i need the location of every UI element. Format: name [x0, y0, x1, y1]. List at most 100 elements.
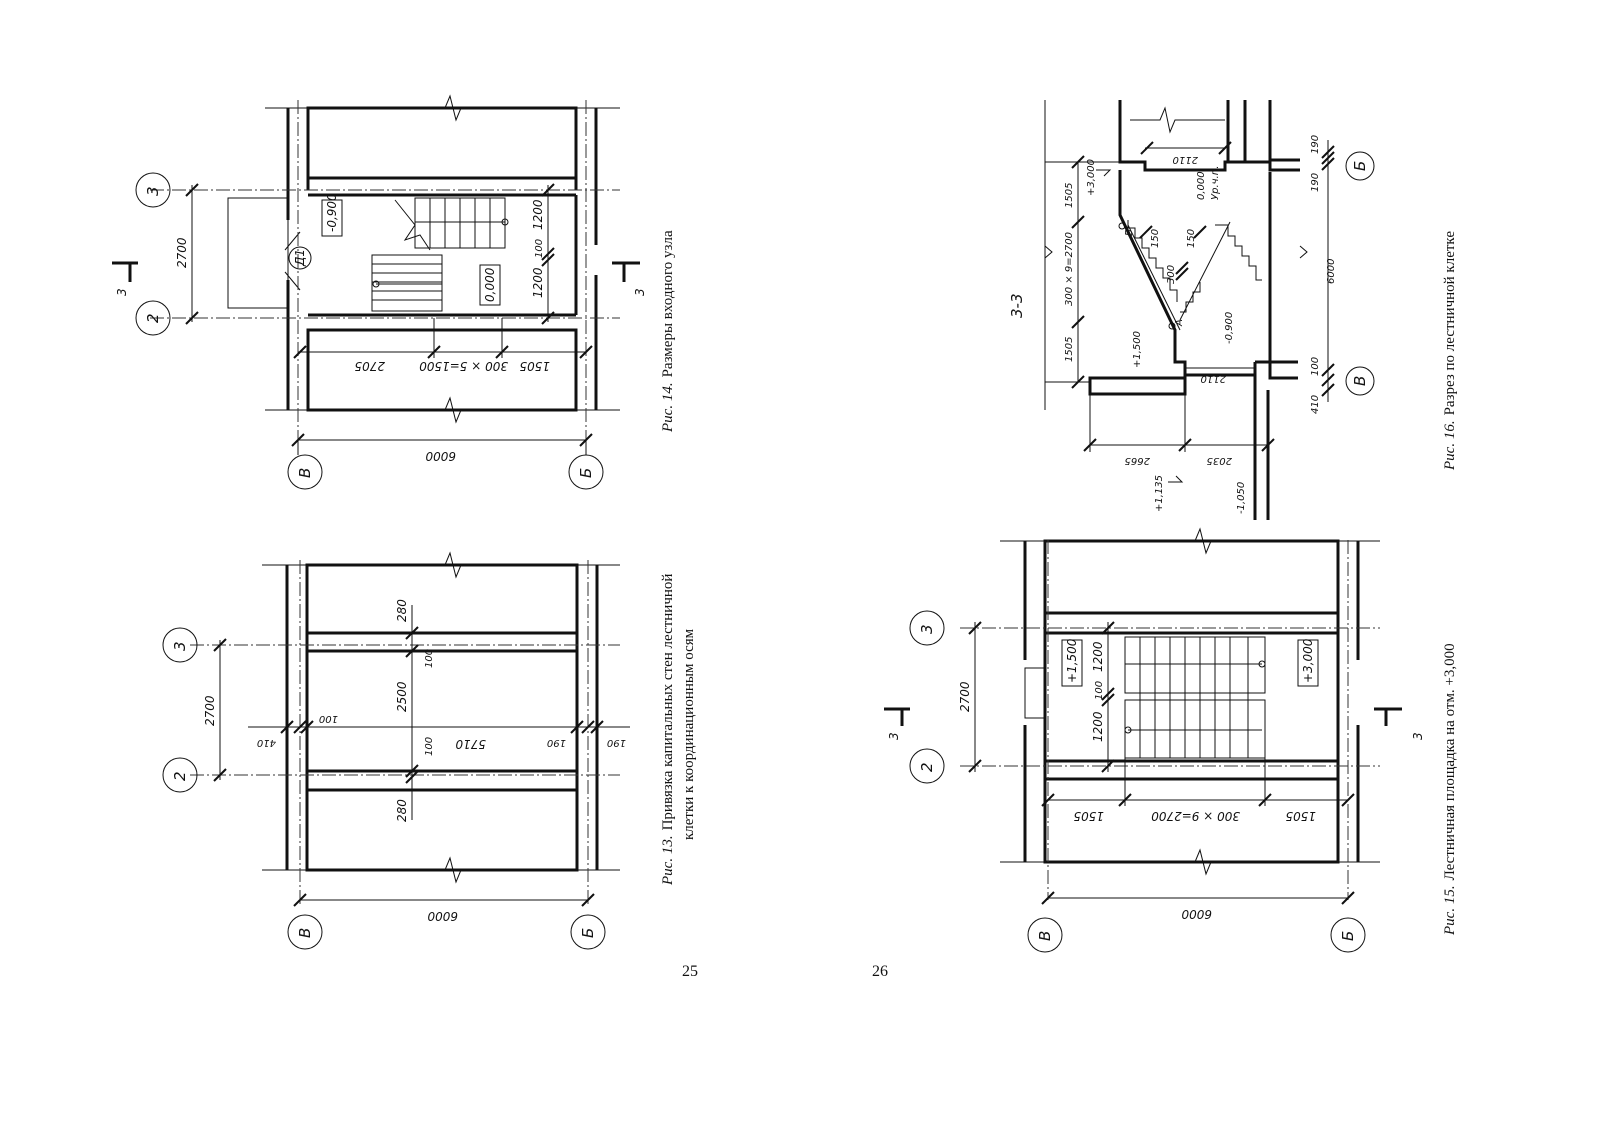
fig16-dim-150a: 150 — [1150, 229, 1161, 248]
fig16-caption: Рис. 16.Разрез по лестничной клетке — [1442, 231, 1458, 471]
svg-text:В: В — [296, 468, 314, 478]
fig14-dim-1505: 1505 — [519, 359, 550, 373]
fig14-axis-3 — [135, 172, 171, 208]
fig14-section-right: 3 — [633, 288, 647, 296]
fig16-level-1135: +1,135 — [1154, 475, 1165, 512]
fig14-door-mark: Д1 — [293, 249, 307, 267]
fig14-dim-1200a: 1200 — [531, 199, 545, 230]
svg-text:Б: Б — [577, 468, 595, 478]
fig14-caption: Рис. 14.Размеры входного узла — [660, 230, 676, 433]
fig14-dim-2700: 2700 — [175, 237, 189, 268]
fig15-caption: Рис. 15.Лестничная площадка на отм. +3,0… — [1442, 643, 1458, 936]
svg-text:2: 2 — [171, 771, 189, 781]
fig16-axis-b — [1345, 151, 1375, 181]
fig15-axis-v — [1027, 917, 1063, 953]
fig15-axis-2 — [909, 748, 945, 784]
fig16-level-m1050: -1,050 — [1236, 482, 1247, 514]
svg-text:3: 3 — [144, 186, 162, 196]
fig16-point-b: В — [1124, 229, 1135, 236]
fig16-dim-1505a: 1505 — [1064, 183, 1075, 208]
fig16-dim-6000: 6000 — [1326, 259, 1337, 284]
fig15-dim-1505b: 1505 — [1285, 809, 1316, 823]
fig14-axis-2 — [135, 300, 171, 336]
fig15-dim-1505a: 1505 — [1073, 809, 1104, 823]
fig15-axis-b — [1330, 917, 1366, 953]
fig16-floor-level: Ур.ч.п. — [1210, 166, 1221, 200]
fig15-section-right: 3 — [1411, 732, 1425, 740]
fig13-dim-100a: 100 — [424, 649, 435, 668]
svg-text:В: В — [1351, 376, 1369, 386]
fig15-dim-1200b: 1200 — [1091, 711, 1105, 742]
fig16-dim-150b: 150 — [1186, 229, 1197, 248]
fig14-level-zero: 0,000 — [483, 267, 497, 302]
svg-text:2: 2 — [144, 313, 162, 323]
fig16-level-m900: -0,900 — [1224, 312, 1235, 344]
page-number-right: 26 — [872, 963, 888, 980]
fig14-dim-300x5: 300 × 5=1500 — [419, 359, 508, 373]
fig15-section-left: 3 — [887, 732, 901, 740]
fig15-dim-1200a: 1200 — [1091, 641, 1105, 672]
fig13-dim-100l: 100 — [319, 713, 338, 724]
figure-14-entrance-plan: -0,900 0,000 Д1 2700 1200 100 1200 2705 … — [112, 94, 676, 490]
fig13-axis-3 — [162, 627, 198, 663]
figure-15-landing-plan: +1,500 +3,000 2700 1200 100 1200 1505 30… — [884, 527, 1458, 953]
svg-text:В: В — [1036, 931, 1054, 941]
fig13-dim-100b: 100 — [424, 737, 435, 756]
fig13-dim-190b: 190 — [607, 737, 626, 748]
fig16-dim-2110b: 2110 — [1201, 373, 1226, 384]
fig15-dim-6000: 6000 — [1181, 907, 1212, 921]
fig16-dim-300: 300 — [1166, 265, 1177, 284]
fig13-dim-6000: 6000 — [427, 909, 458, 923]
fig15-dim-300x9: 300 × 9=2700 — [1151, 809, 1240, 823]
fig16-point-a: А — [1174, 319, 1185, 327]
fig13-dim-2700: 2700 — [203, 695, 217, 726]
fig13-dim-190a: 190 — [547, 737, 566, 748]
figure-13-wall-binding: 2700 280 100 2500 100 280 100 410 5710 1… — [162, 551, 697, 950]
fig13-dim-280b: 280 — [395, 799, 409, 822]
fig16-level-1500: +1,500 — [1132, 331, 1143, 368]
svg-text:3: 3 — [918, 624, 936, 634]
fig13-dim-5710: 5710 — [455, 737, 486, 751]
fig15-dim-2700: 2700 — [958, 681, 972, 712]
fig16-dim-100: 100 — [1310, 357, 1321, 376]
fig16-dim-410: 410 — [1310, 395, 1321, 414]
fig16-dim-2110a: 2110 — [1173, 154, 1198, 165]
page-number-left: 25 — [682, 963, 698, 980]
fig13-caption-line1: Рис. 13.Привязка капитальных стен лестни… — [660, 574, 676, 886]
fig16-dim-2035: 2035 — [1207, 455, 1232, 466]
svg-text:Б: Б — [1351, 161, 1369, 171]
fig15-level-1500: +1,500 — [1065, 638, 1079, 683]
fig13-dim-280a: 280 — [395, 599, 409, 622]
fig14-dim-6000: 6000 — [425, 449, 456, 463]
fig16-dim-190b: 190 — [1310, 173, 1321, 192]
fig16-axis-v — [1345, 366, 1375, 396]
fig13-axis-2 — [162, 757, 198, 793]
fig14-axis-v — [287, 454, 323, 490]
fig15-dim-100: 100 — [1094, 681, 1105, 700]
fig16-dim-1505b: 1505 — [1064, 337, 1075, 362]
svg-text:2: 2 — [918, 762, 936, 772]
svg-text:Б: Б — [1339, 931, 1357, 941]
fig16-dim-2665: 2665 — [1125, 455, 1150, 466]
fig13-caption-line2: клетки к координационным осям — [681, 628, 697, 840]
figure-16-stair-section: В А 150 150 300 +3,000 0,000 Ур.ч.п. +1,… — [1008, 100, 1458, 520]
fig14-axis-b — [568, 454, 604, 490]
fig16-level-3000: +3,000 — [1086, 159, 1097, 196]
fig15-level-3000: +3,000 — [1301, 638, 1315, 683]
fig16-dim-300x9: 300 × 9=2700 — [1064, 232, 1075, 306]
fig13-axis-b — [570, 914, 606, 950]
fig14-dim-1200b: 1200 — [531, 267, 545, 298]
fig16-level-zero: 0,000 — [1196, 171, 1207, 200]
fig13-dim-2500: 2500 — [395, 681, 409, 712]
svg-text:Б: Б — [579, 928, 597, 938]
fig14-dim-2705: 2705 — [354, 359, 385, 373]
fig13-dim-410: 410 — [257, 737, 276, 748]
fig13-axis-v — [287, 914, 323, 950]
svg-text:3: 3 — [171, 641, 189, 651]
fig14-level-low: -0,900 — [325, 193, 339, 232]
fig15-axis-3 — [909, 610, 945, 646]
fig16-dim-190a: 190 — [1310, 135, 1321, 154]
fig16-section-label: 3-3 — [1008, 294, 1026, 319]
svg-text:В: В — [296, 928, 314, 938]
